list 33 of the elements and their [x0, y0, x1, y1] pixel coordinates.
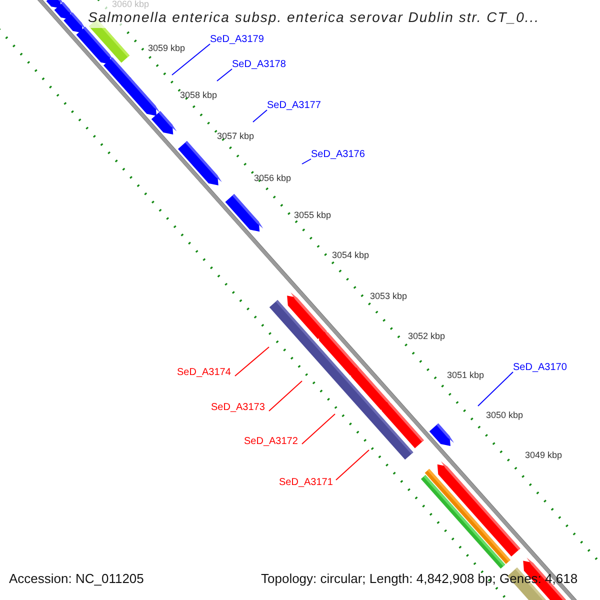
gene-label: SeD_A3171: [279, 477, 333, 488]
map-title: Salmonella enterica subsp. enterica serovar Dublin str. CT_0...: [88, 7, 540, 28]
tick-label: 3051 kbp: [447, 369, 484, 381]
tick-label: 3052 kbp: [408, 330, 446, 342]
leader-line: [172, 44, 210, 76]
gene-label: SeD_A3176: [311, 149, 365, 160]
leader-line: [478, 372, 514, 406]
gene-label: SeD_A3178: [232, 59, 286, 70]
footer-text: Accession: NC_011205: [9, 573, 144, 585]
leader-line: [302, 414, 336, 444]
leader-line: [252, 110, 268, 122]
gene-label: SeD_A3170: [513, 362, 567, 373]
leader-line: [234, 346, 270, 376]
leader-line: [302, 158, 312, 164]
leader-line: [216, 68, 232, 82]
tick-label: 3059 kbp: [148, 42, 186, 54]
tick-label: 3055 kbp: [294, 209, 332, 221]
gene-label: SeD_A3179: [210, 34, 264, 45]
tick-label: 3056 kbp: [254, 172, 292, 184]
tick-label: 3057 kbp: [217, 130, 254, 142]
tick-label: 3050 kbp: [486, 409, 524, 421]
leader-line: [336, 450, 370, 480]
tick-label: 3049 kbp: [525, 449, 562, 461]
gene-label: SeD_A3177: [267, 100, 321, 111]
tick-label: 3053 kbp: [370, 290, 408, 302]
tick-label: 3058 kbp: [180, 89, 218, 101]
leader-line: [268, 380, 302, 412]
tick-label: 3060 kbp: [112, 0, 150, 10]
tick-label: 3054 kbp: [332, 249, 370, 261]
gene-label: SeD_A3174: [177, 367, 231, 378]
footer-text: Topology: circular; Length: 4,842,908 bp; Genes: 4,618: [261, 573, 578, 585]
gene-label: SeD_A3173: [211, 402, 265, 413]
gene-label: SeD_A3172: [244, 436, 298, 447]
